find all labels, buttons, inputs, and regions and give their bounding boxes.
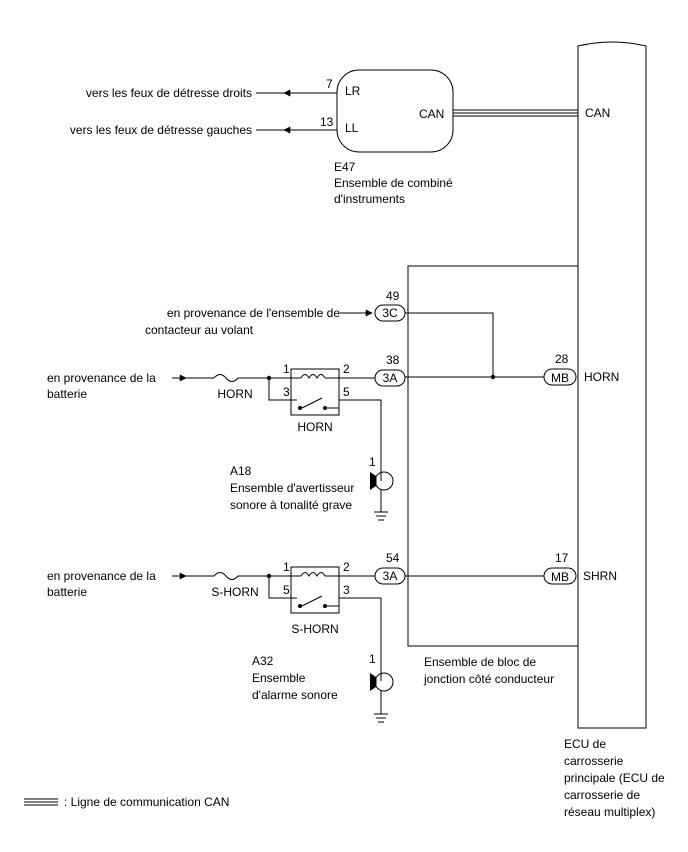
junction-block-name-line2: jonction côté conducteur xyxy=(423,672,554,686)
shorn-relay-pin2: 2 xyxy=(343,560,350,574)
battery2-label-line1: en provenance de la xyxy=(47,569,156,583)
pin-17: 17 xyxy=(555,551,569,565)
pin-38: 38 xyxy=(386,353,400,367)
shorn-relay-pin5-wire xyxy=(268,576,291,599)
junction-block-name-line1: Ensemble de bloc de xyxy=(424,655,536,669)
shorn-relay xyxy=(290,566,340,614)
horn-relay xyxy=(290,368,340,416)
connector-mb-bottom-label: MB xyxy=(551,570,569,584)
low-horn-name-line2: sonore à tonalité grave xyxy=(230,498,352,512)
connector-3a-top xyxy=(374,369,406,387)
meter-name-line2: d'instruments xyxy=(334,192,405,206)
connector-3c-label: 3C xyxy=(382,306,398,320)
horn-relay-pin1: 1 xyxy=(283,362,290,376)
battery1-label-line1: en provenance de la xyxy=(47,371,156,385)
battery1-label-line2: batterie xyxy=(47,387,87,401)
alarm-name-line1: Ensemble xyxy=(252,671,306,685)
low-horn-speaker-icon xyxy=(370,471,394,491)
meter-can-label: CAN xyxy=(419,107,444,121)
battery2-label-line2: batterie xyxy=(47,585,87,599)
alarm-name-line2: d'alarme sonore xyxy=(252,688,338,702)
alarm-pin: 1 xyxy=(369,652,376,666)
meter-id: E47 xyxy=(334,160,356,174)
low-horn-pin: 1 xyxy=(369,455,376,469)
connector-mb-top-label: MB xyxy=(551,371,569,385)
pin-ll-label: LL xyxy=(345,121,359,135)
horn-fuse-label: HORN xyxy=(217,387,252,401)
ecu-name-line1: ECU de xyxy=(564,737,606,751)
pin-lr-number: 7 xyxy=(326,77,333,91)
low-horn-ground-icon xyxy=(374,511,388,521)
shorn-relay-pin1: 1 xyxy=(283,560,290,574)
horn-relay-pin3: 3 xyxy=(283,385,290,399)
alarm-id: A32 xyxy=(252,654,274,668)
from-switch-label-line1: en provenance de l'ensemble de xyxy=(167,306,340,320)
alarm-ground-icon xyxy=(374,713,388,723)
alarm-speaker-icon xyxy=(370,672,394,692)
ecu-can-label: CAN xyxy=(585,106,610,120)
can-bus-line xyxy=(453,109,578,117)
connector-mb-top xyxy=(543,368,577,386)
horn-relay-pin3-wire xyxy=(268,378,291,401)
shorn-relay-label: S-HORN xyxy=(291,622,338,636)
pin-54: 54 xyxy=(386,551,400,565)
pin-ll-number: 13 xyxy=(320,115,334,129)
connector-3a-bottom-label: 3A xyxy=(383,569,398,583)
legend-text: : Ligne de communication CAN xyxy=(64,795,229,809)
can-legend-symbol xyxy=(24,798,58,806)
ecu-horn-label: HORN xyxy=(584,370,619,384)
ecu-name-line3: principale (ECU de xyxy=(564,771,665,785)
horn-relay-to-horn-wire xyxy=(339,399,382,481)
shorn-fuse-symbol xyxy=(213,572,239,580)
from-switch-label-line2: contacteur au volant xyxy=(145,323,254,337)
horn-relay-pin5: 5 xyxy=(343,385,350,399)
meter-name-line1: Ensemble de combiné xyxy=(334,176,453,190)
horn-relay-label: HORN xyxy=(297,420,332,434)
horn-fuse-symbol xyxy=(213,374,239,382)
shorn-relay-pin5: 5 xyxy=(283,583,290,597)
pin-28: 28 xyxy=(555,352,569,366)
ecu-name-line2: carrosserie xyxy=(564,754,624,768)
shorn-fuse-label: S-HORN xyxy=(211,585,258,599)
connector-3a-top-label: 3A xyxy=(383,371,398,385)
pin-lr-label: LR xyxy=(345,84,361,98)
low-horn-id: A18 xyxy=(230,464,252,478)
pin-49: 49 xyxy=(386,289,400,303)
horn-relay-pin2: 2 xyxy=(343,362,350,376)
ecu-name-line5: réseau multiplex) xyxy=(564,805,655,819)
switch-internal-wire xyxy=(405,312,494,377)
low-horn-name-line1: Ensemble d'avertisseur xyxy=(230,481,354,495)
ecu-shrn-label: SHRN xyxy=(583,569,617,583)
hazard-right-label: vers les feux de détresse droits xyxy=(86,86,252,100)
ecu-name-line4: carrosserie de xyxy=(564,788,640,802)
shorn-relay-to-alarm-wire xyxy=(339,597,382,681)
junction-block xyxy=(407,265,579,647)
hazard-left-label: vers les feux de détresse gauches xyxy=(70,123,252,137)
shorn-relay-pin3: 3 xyxy=(343,583,350,597)
connector-mb-bottom xyxy=(543,567,577,585)
combination-meter: LR LL CAN 7 13 E47 Ensemble de combiné d… xyxy=(320,69,454,206)
body-ecu xyxy=(577,41,647,729)
